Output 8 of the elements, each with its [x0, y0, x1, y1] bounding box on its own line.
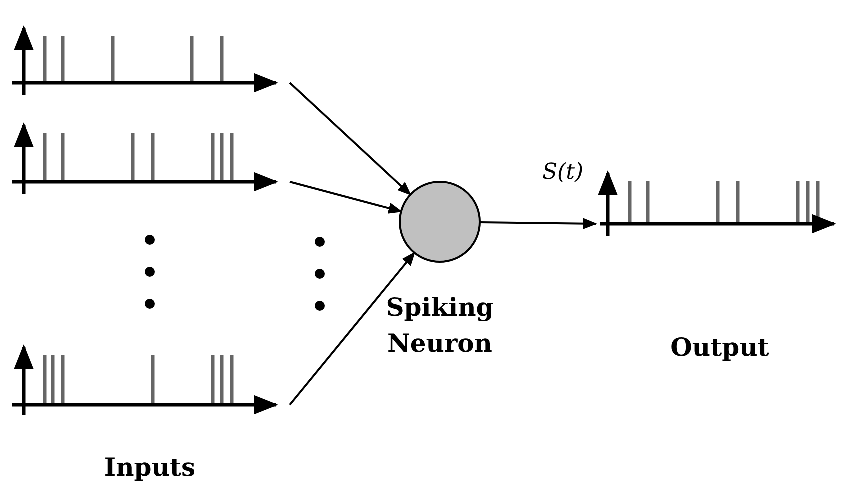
caption: Inputs — [103, 452, 197, 484]
arrow — [289, 82, 412, 196]
axis-label: S(t) — [541, 160, 585, 185]
node-label: Spiking Neuron — [385, 292, 495, 360]
arrow — [289, 252, 416, 406]
arrow — [290, 181, 403, 214]
arrow — [480, 218, 598, 230]
node-label: Output — [670, 332, 770, 364]
